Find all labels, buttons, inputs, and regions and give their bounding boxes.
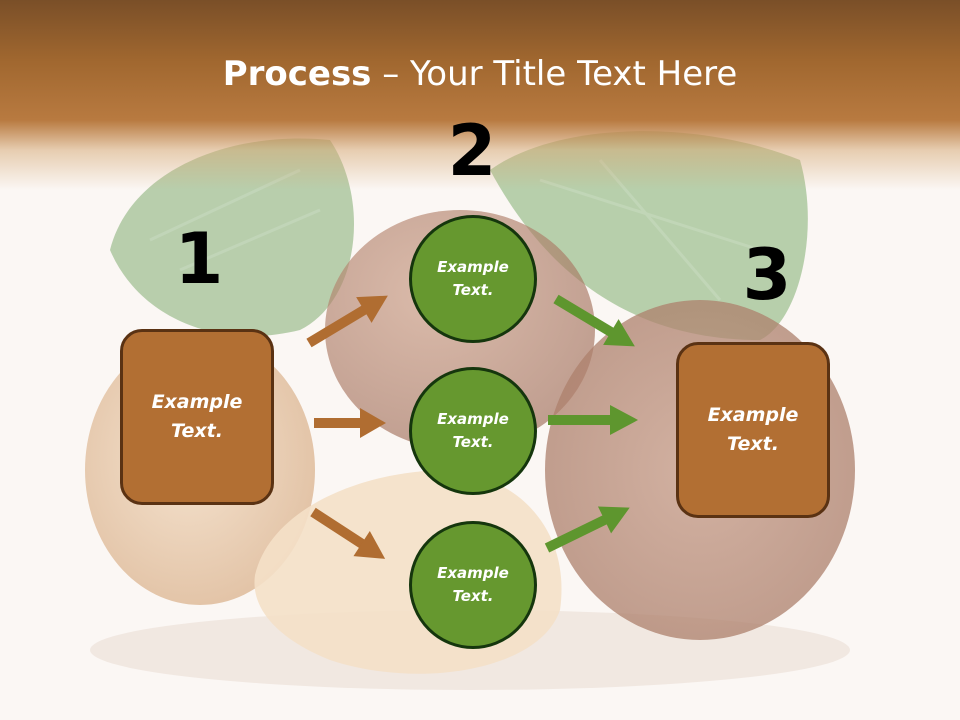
circle-3[interactable]: Example Text. xyxy=(409,521,537,649)
step-number-2: 2 xyxy=(447,110,497,192)
circle-1-text: Example Text. xyxy=(437,258,509,299)
step-3-box[interactable]: Example Text. xyxy=(676,342,830,518)
slide-title[interactable]: Process – Your Title Text Here xyxy=(0,52,960,96)
step-3-text: Example Text. xyxy=(707,404,799,455)
circle-3-text: Example Text. xyxy=(437,564,509,605)
title-bold: Process xyxy=(222,54,372,94)
step-1-box[interactable]: Example Text. xyxy=(120,329,274,505)
step-1-text: Example Text. xyxy=(151,391,243,442)
circle-2-text: Example Text. xyxy=(437,410,509,451)
step-number-1: 1 xyxy=(174,218,224,300)
title-rest: – Your Title Text Here xyxy=(371,54,738,94)
circle-1[interactable]: Example Text. xyxy=(409,215,537,343)
circle-2[interactable]: Example Text. xyxy=(409,367,537,495)
step-number-3: 3 xyxy=(742,234,792,316)
title-bar xyxy=(0,0,960,190)
